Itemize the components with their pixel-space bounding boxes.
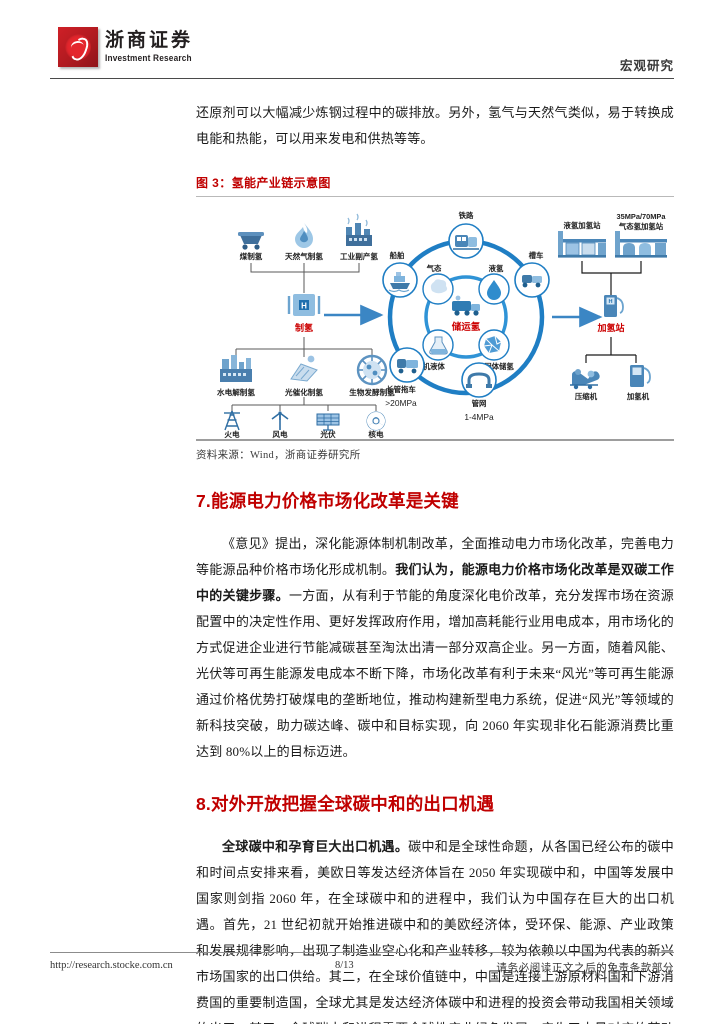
icon-thermal-power <box>224 410 240 431</box>
label-pipeline-pressure: 1-4MPa <box>464 412 494 422</box>
label-wind-power: 风电 <box>272 429 288 439</box>
page-header: 浙商证券 Investment Research 宏观研究 <box>0 0 724 82</box>
intro-paragraph: 还原剂可以大幅减少炼钢过程中的碳排放。另外，氢气与天然气类似，易于转换成电能和热… <box>196 105 674 146</box>
connector-methods-to-energy <box>231 397 377 411</box>
label-nuclear-power: 核电 <box>368 429 384 439</box>
label-hydrogen-production: 制氢 <box>295 322 313 333</box>
label-liquid-hydrogen: 液氢 <box>489 264 504 273</box>
figure-title: 图 3：氢能产业链示意图 <box>196 176 331 190</box>
footer-url[interactable]: http://research.stocke.com.cn <box>50 960 173 971</box>
footer-page-number: 8/13 <box>335 960 354 971</box>
connector-sources-to-production <box>250 263 360 293</box>
label-ship: 船舶 <box>390 251 405 260</box>
label-photocatalysis: 光催化制氢 <box>284 387 323 397</box>
logo-company-name-cn: 浙商证券 <box>105 30 194 51</box>
label-solid-storage: 固体储氢 <box>484 362 514 371</box>
label-compressor: 压缩机 <box>575 392 598 401</box>
figure-top-divider <box>196 196 674 197</box>
section-8-paragraph: 全球碳中和孕育巨大出口机遇。碳中和是全球性命题，从各国已经公布的碳中和时间点安排… <box>196 834 674 1024</box>
icon-gaseous-hydrogen-station <box>615 231 667 258</box>
icon-industrial-byproduct-hydrogen <box>346 213 372 246</box>
footer-divider <box>50 952 674 954</box>
section-8-text-bold: 全球碳中和孕育巨大出口机遇。 <box>222 839 409 854</box>
label-long-tube-trailer: 长管拖车 <box>386 385 416 394</box>
figure-3-block: 图 3：氢能产业链示意图 <box>196 174 674 462</box>
icon-natural-gas-hydrogen <box>295 223 313 248</box>
node-tanker-truck <box>514 262 550 298</box>
label-gaseous: 气态 <box>426 264 442 273</box>
icon-refueling-station: H <box>604 295 624 317</box>
label-gaseous-hydrogen-station-pressure: 35MPa/70MPa <box>617 212 667 221</box>
header-divider <box>50 78 674 80</box>
label-tanker-truck: 槽车 <box>529 251 544 260</box>
logo-company-name-en: Investment Research <box>105 53 192 63</box>
icon-wind-power <box>271 411 289 430</box>
section-7-heading: 7.能源电力价格市场化改革是关键 <box>196 491 459 511</box>
label-bio-fermentation: 生物发酵制氢 <box>349 387 395 397</box>
node-liquid-hydrogen <box>478 273 510 305</box>
figure-source: 资料来源：Wind，浙商证券研究所 <box>196 450 361 461</box>
icon-hydrogen-production: H <box>287 294 321 316</box>
icon-bio-fermentation <box>356 354 388 386</box>
icon-liquid-hydrogen-station <box>558 231 606 258</box>
label-liquid-hydrogen-station: 液氢加氢站 <box>564 221 602 230</box>
label-coal-hydrogen: 煤制氢 <box>240 251 263 261</box>
section-7-text-part2: 一方面，从有利于节能的角度深化电价改革，充分发挥市场在资源配置中的决定性作用、更… <box>196 588 674 759</box>
icon-water-electrolysis <box>220 355 252 382</box>
node-pipeline-network <box>461 362 497 398</box>
section-7-text-bold: 我们认为，能源电力价格市场化改革是双碳工作中的关键步骤。 <box>196 562 674 603</box>
label-dispenser: 加氢机 <box>626 392 650 401</box>
icon-dispenser <box>630 365 651 387</box>
label-pipeline-network: 管网 <box>472 399 487 408</box>
node-solid-storage <box>478 329 510 361</box>
label-long-tube-pressure: >20MPa <box>385 398 417 408</box>
icon-coal-hydrogen <box>238 232 264 250</box>
section-8-text: 碳中和是全球性命题，从各国已经公布的碳中和时间点安排来看，美欧日等发达经济体旨在… <box>196 839 674 1024</box>
page-footer: http://research.stocke.com.cn 8/13 请务必阅读… <box>50 960 674 980</box>
svg-text:H: H <box>608 299 612 305</box>
logo-circle-icon <box>65 34 91 60</box>
icon-hydrogen-storage-transport <box>452 295 480 316</box>
node-gaseous <box>422 273 454 305</box>
label-organic-liquid: 有机液体 <box>415 362 445 371</box>
label-industrial-byproduct-hydrogen: 工业副产氢 <box>340 251 378 261</box>
header-category-label: 宏观研究 <box>619 59 674 73</box>
label-natural-gas-hydrogen: 天然气制氢 <box>285 251 323 261</box>
label-water-electrolysis: 水电解制氢 <box>217 387 255 397</box>
icon-photocatalysis <box>290 355 318 382</box>
connector-refueling-to-equipment <box>585 337 637 363</box>
section-7-paragraph: 《意见》提出，深化能源体制机制改革，全面推动电力市场化改革，完善电力等能源品种价… <box>196 531 674 765</box>
node-long-tube-trailer <box>389 347 425 383</box>
label-railway: 铁路 <box>459 211 474 220</box>
connector-stations-to-refueling <box>581 261 642 295</box>
section-7-text-part1: 《意见》提出，深化能源体制机制改革，全面推动电力市场化改革，完善电力等能源品种价… <box>196 536 674 577</box>
connector-production-to-methods <box>235 348 373 357</box>
label-photovoltaic: 光伏 <box>319 429 336 439</box>
icon-compressor <box>570 369 600 390</box>
logo-mark-icon <box>58 27 98 67</box>
icon-nuclear-power <box>366 411 386 431</box>
document-content: 还原剂可以大幅减少炼钢过程中的碳排放。另外，氢气与天然气类似，易于转换成电能和热… <box>196 100 674 1024</box>
diagram-svg: 煤制氢 天然气制氢 工业副产氢 H <box>217 211 667 439</box>
figure-bottom-divider <box>196 439 674 441</box>
node-organic-liquid <box>422 329 454 361</box>
svg-text:H: H <box>301 301 307 310</box>
hydrogen-value-chain-diagram: 煤制氢 天然气制氢 工业副产氢 H <box>196 197 674 439</box>
label-thermal-power: 火电 <box>224 429 240 439</box>
logo-text: 浙商证券 Investment Research <box>105 31 199 63</box>
inner-ring <box>424 275 508 359</box>
icon-photovoltaic <box>316 413 340 431</box>
node-railway <box>448 223 484 259</box>
company-logo: 浙商证券 Investment Research <box>58 27 199 67</box>
section-8-heading: 8.对外开放把握全球碳中和的出口机遇 <box>196 794 495 814</box>
node-ship <box>382 262 418 298</box>
footer-disclaimer: 请务必阅读正文之后的免责条款部分 <box>496 963 674 974</box>
label-gaseous-hydrogen-station: 气态氢加氢站 <box>618 222 664 231</box>
label-refueling-station: 加氢站 <box>596 322 624 333</box>
label-hydrogen-storage-transport: 储运氢 <box>452 321 481 333</box>
